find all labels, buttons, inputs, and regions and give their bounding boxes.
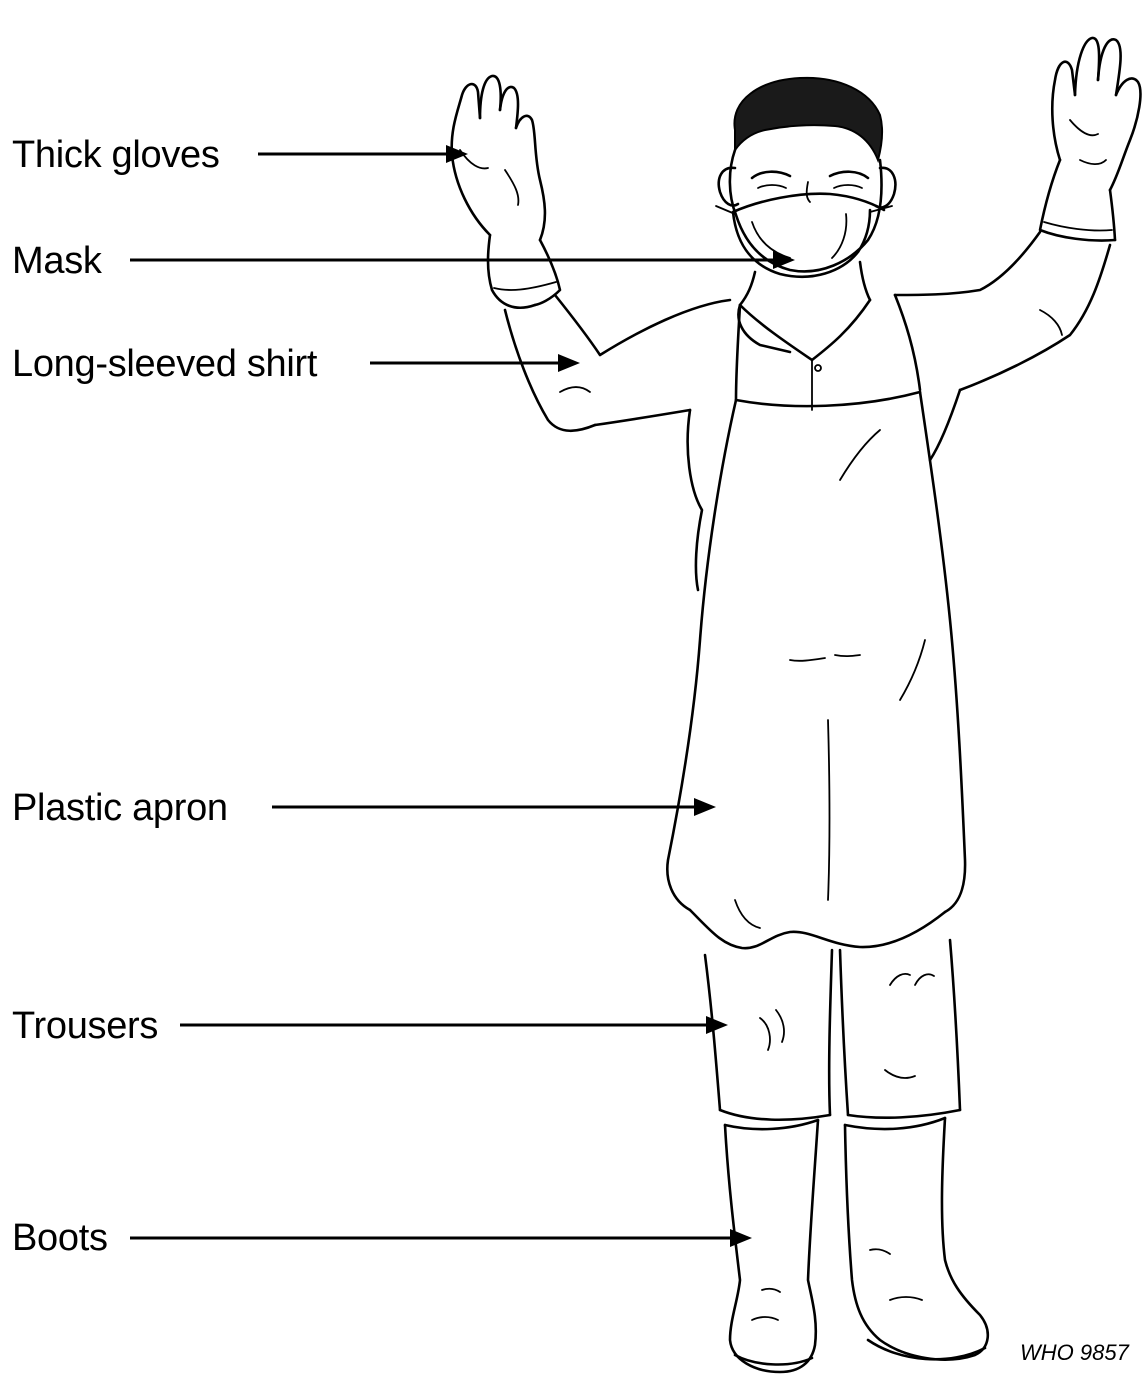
label-mask: Mask bbox=[12, 242, 102, 280]
arrow-boots bbox=[130, 1229, 752, 1247]
collar bbox=[738, 262, 870, 410]
trousers bbox=[705, 940, 960, 1120]
arrow-mask bbox=[130, 251, 795, 269]
left-arm bbox=[452, 76, 730, 431]
label-long-sleeved-shirt: Long-sleeved shirt bbox=[12, 345, 317, 383]
arrow-apron bbox=[272, 798, 716, 816]
mask bbox=[716, 194, 892, 277]
label-trousers: Trousers bbox=[12, 1007, 158, 1045]
label-plastic-apron: Plastic apron bbox=[12, 789, 228, 827]
head bbox=[719, 78, 896, 272]
right-arm bbox=[895, 38, 1140, 390]
arrow-trousers bbox=[180, 1016, 728, 1034]
figure-credit: WHO 9857 bbox=[1020, 1340, 1129, 1366]
arrow-shirt bbox=[370, 354, 580, 372]
apron bbox=[667, 295, 965, 948]
arrow-gloves bbox=[258, 145, 468, 163]
label-thick-gloves: Thick gloves bbox=[12, 136, 220, 174]
worker-figure bbox=[452, 38, 1141, 1372]
boots bbox=[725, 1118, 988, 1372]
label-boots: Boots bbox=[12, 1219, 108, 1257]
